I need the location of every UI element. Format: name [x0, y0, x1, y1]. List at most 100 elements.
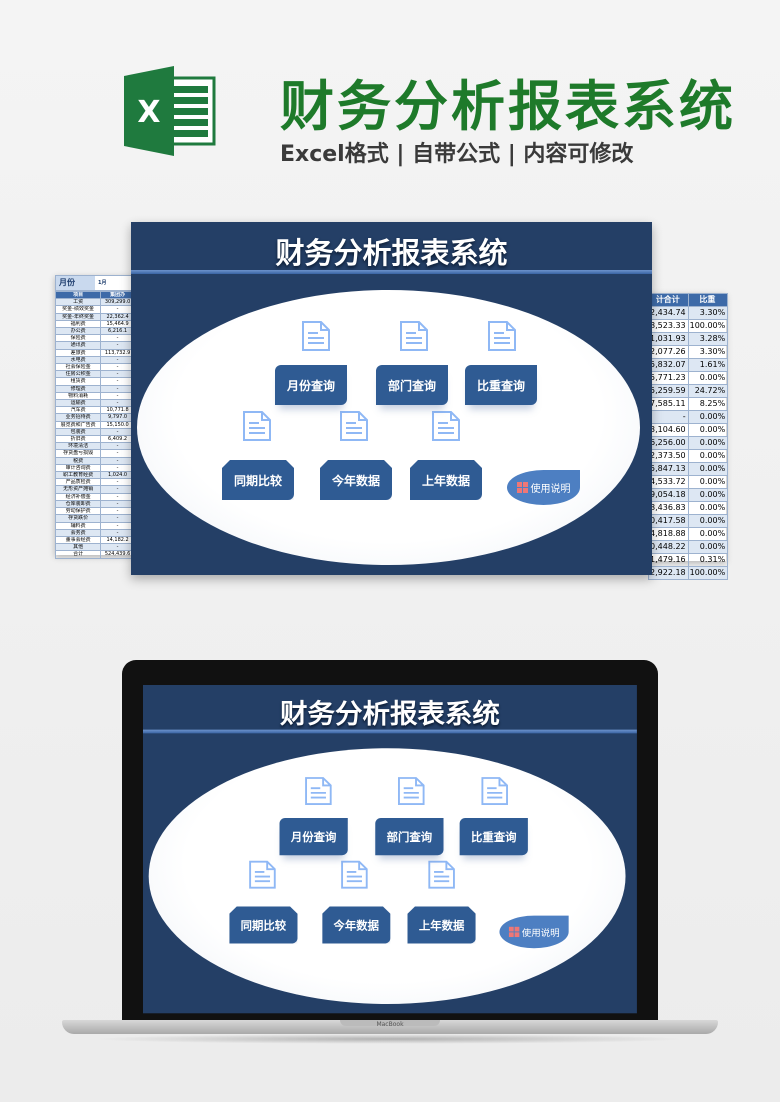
document-icon [303, 776, 333, 806]
table-cell: 0.00% [687, 527, 729, 541]
table-cell: 审计咨询费 [54, 463, 102, 473]
table-cell: 5,771.23 [648, 371, 689, 385]
excel-logo-icon: X [124, 66, 216, 156]
this-year-data-button[interactable]: 今年数据 [320, 460, 392, 500]
ratio-query-button[interactable]: 比重查询 [459, 817, 528, 856]
table-cell: 4,533.72 [648, 475, 689, 489]
table-cell: - [100, 355, 135, 365]
month-query-button[interactable]: 月份查询 [275, 365, 347, 405]
ratio-query-button[interactable]: 比重查询 [465, 365, 537, 405]
table-cell: - [100, 492, 135, 501]
document-icon [486, 320, 518, 352]
yoy-compare-button[interactable]: 同期比较 [222, 460, 294, 500]
table-cell: - [100, 499, 135, 509]
dashboard-title: 财务分析报表系统 [275, 236, 508, 270]
table-row: 修理费- [54, 384, 135, 393]
table-cell: 15,150.0 [100, 420, 135, 429]
table-cell: 4,818.88 [648, 527, 689, 541]
table-cell: - [100, 449, 135, 458]
table-row: 产品质检费- [54, 478, 135, 487]
table-cell: 0.31% [687, 553, 729, 567]
table-row: 无形资产摊销- [54, 485, 135, 494]
table-cell: 经济补偿金 [54, 492, 102, 501]
this-year-data-button[interactable]: 今年数据 [322, 906, 390, 943]
last-year-data-button[interactable]: 上年数据 [410, 460, 482, 500]
table-cell: 董事会经费 [54, 535, 102, 545]
table-row: 包装费- [54, 427, 135, 437]
table-cell: 2,373.50 [648, 449, 689, 463]
table-cell: 22,362.4 [100, 312, 135, 321]
document-icon [430, 410, 462, 442]
table-cell: 办公费 [54, 327, 102, 336]
table-cell: 环境清洁 [54, 442, 102, 451]
document-icon [339, 860, 369, 890]
menu-ellipse [137, 290, 640, 565]
table-cell: 职工教育经费 [54, 471, 102, 480]
table-cell: 7,585.11 [648, 397, 689, 411]
table-cell: 3.30% [687, 306, 729, 320]
table-row: 运输费- [54, 399, 135, 408]
last-year-data-button[interactable]: 上年数据 [407, 906, 475, 943]
table-cell: 0.00% [687, 475, 729, 489]
table-cell: 6,409.2 [100, 435, 135, 444]
dashboard-title: 财务分析报表系统 [279, 698, 500, 730]
document-icon [247, 860, 277, 890]
promo-subtitle: Excel格式 | 自带公式 | 内容可修改 [280, 142, 634, 167]
table-cell: 100.00% [687, 319, 729, 333]
yoy-compare-button[interactable]: 同期比较 [229, 906, 297, 943]
table-cell: 8,436.83 [648, 501, 689, 515]
table-cell: 0.00% [687, 462, 729, 476]
title-divider [131, 270, 652, 274]
laptop-notch [340, 1020, 440, 1026]
table-cell: 展览费和广告费 [54, 420, 102, 429]
table-cell: 业务招待费 [54, 413, 102, 422]
table-row: 租赁费- [54, 377, 135, 386]
table-cell: 存货盘亏损毁 [54, 449, 102, 458]
table-cell: 物料消耗 [54, 391, 102, 401]
table-cell: 309,299.0 [100, 298, 135, 307]
instructions-button[interactable]: 使用说明 [507, 470, 580, 505]
table-cell: 5,832.07 [648, 358, 689, 372]
laptop-shadow [90, 1034, 690, 1044]
month-query-button[interactable]: 月份查询 [279, 817, 348, 856]
table-cell: 辅料费 [54, 521, 102, 530]
table-cell: 工资 [54, 298, 102, 307]
document-icon [398, 320, 430, 352]
document-icon [241, 410, 273, 442]
table-cell: 0.00% [687, 423, 729, 437]
table-cell: 0.00% [687, 436, 729, 450]
table-cell: - [100, 363, 135, 372]
table-cell: 0.00% [687, 449, 729, 463]
laptop-dashboard-panel: 财务分析报表系统月份查询部门查询比重查询同期比较今年数据上年数据使用说明 [143, 685, 637, 1014]
table-cell: 100.00% [687, 566, 729, 580]
table-cell: 0.00% [687, 514, 729, 528]
grid-icon [516, 482, 528, 493]
instructions-button[interactable]: 使用说明 [499, 915, 569, 949]
table-cell: - [100, 463, 135, 473]
table-row: 存货盘亏损毁- [54, 449, 135, 458]
table-cell: 0.00% [687, 488, 729, 502]
table-cell: - [100, 521, 135, 530]
table-cell: 运输费 [54, 399, 102, 408]
menu-ellipse [148, 748, 626, 1004]
department-query-button[interactable]: 部门查询 [376, 365, 448, 405]
department-query-button[interactable]: 部门查询 [375, 817, 444, 856]
table-cell: 会务费 [54, 528, 102, 537]
